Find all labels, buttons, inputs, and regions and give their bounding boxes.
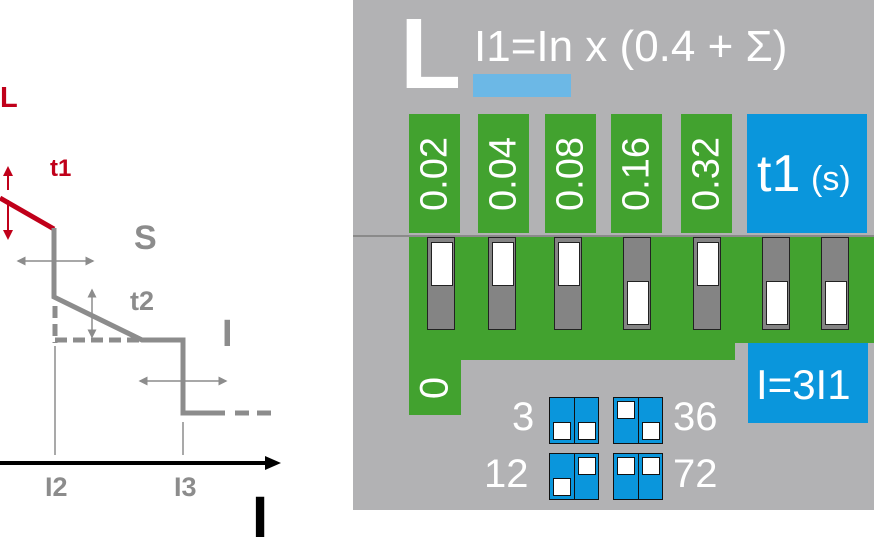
slide-switch-5[interactable] bbox=[693, 237, 721, 330]
zero-label: 0 bbox=[412, 376, 457, 399]
i-setting-box: I=3I1 bbox=[748, 343, 868, 423]
switch-knob bbox=[766, 281, 788, 325]
panel-divider bbox=[353, 235, 874, 237]
switch-knob bbox=[825, 281, 847, 325]
dip-label-12: 12 bbox=[484, 452, 529, 496]
dip-switch-12[interactable] bbox=[549, 453, 599, 500]
dip-switch-72[interactable] bbox=[613, 453, 663, 500]
slide-switch-3[interactable] bbox=[554, 237, 582, 330]
t1-value-0.02: 0.02 bbox=[409, 114, 460, 233]
t1-title-box: t1 (s) bbox=[747, 114, 867, 233]
i2-label: I2 bbox=[45, 472, 68, 502]
t1-value-text: 0.02 bbox=[413, 136, 455, 211]
i1-formula: I1=In x (0.4 + Σ) bbox=[474, 22, 788, 71]
t1-label: t1 bbox=[50, 155, 72, 182]
zone-s-label: S bbox=[134, 219, 157, 257]
t1-value-0.32: 0.32 bbox=[681, 114, 732, 233]
switch-knob bbox=[697, 242, 719, 286]
dip-label-3: 3 bbox=[512, 395, 535, 439]
dip-label-36: 36 bbox=[673, 395, 718, 439]
switch-knob bbox=[627, 281, 649, 325]
t1-value-text: 0.08 bbox=[549, 136, 591, 211]
zone-i-label: I bbox=[222, 313, 233, 355]
t1-value-0.08: 0.08 bbox=[545, 114, 596, 233]
t1-title: t1 bbox=[757, 145, 801, 203]
zero-tab: 0 bbox=[409, 360, 461, 415]
slide-switch-2[interactable] bbox=[488, 237, 516, 330]
dip-switch-36[interactable] bbox=[613, 397, 663, 444]
zone-l-label: L bbox=[0, 82, 18, 114]
switch-knob bbox=[558, 242, 580, 286]
i-setting-label: I=3I1 bbox=[756, 361, 851, 408]
s-i-curve bbox=[51, 228, 225, 416]
t1-value-text: 0.04 bbox=[482, 136, 524, 211]
trip-curve-diagram bbox=[0, 166, 281, 470]
dip-switch-3[interactable] bbox=[549, 397, 599, 444]
slide-switch-7[interactable] bbox=[821, 237, 849, 330]
switch-knob bbox=[431, 242, 453, 286]
slide-switch-1[interactable] bbox=[427, 237, 455, 330]
t1-value-0.16: 0.16 bbox=[611, 114, 662, 233]
dip-label-72: 72 bbox=[673, 452, 718, 496]
i3-label: I3 bbox=[174, 472, 197, 502]
t1-value-text: 0.32 bbox=[685, 136, 727, 211]
switch-band-lower bbox=[409, 343, 735, 360]
current-axis-label: I bbox=[252, 485, 269, 550]
slide-switch-6[interactable] bbox=[762, 237, 790, 330]
t1-value-text: 0.16 bbox=[615, 136, 657, 211]
i1-setting-bar bbox=[473, 74, 571, 97]
t1-value-0.04: 0.04 bbox=[478, 114, 529, 233]
axis-arrowhead bbox=[265, 456, 281, 470]
t2-label: t2 bbox=[130, 286, 155, 316]
slide-switch-4[interactable] bbox=[623, 237, 651, 330]
panel-zone-letter: L bbox=[400, 0, 462, 110]
switch-knob bbox=[492, 242, 514, 286]
t1-unit: (s) bbox=[811, 160, 851, 198]
